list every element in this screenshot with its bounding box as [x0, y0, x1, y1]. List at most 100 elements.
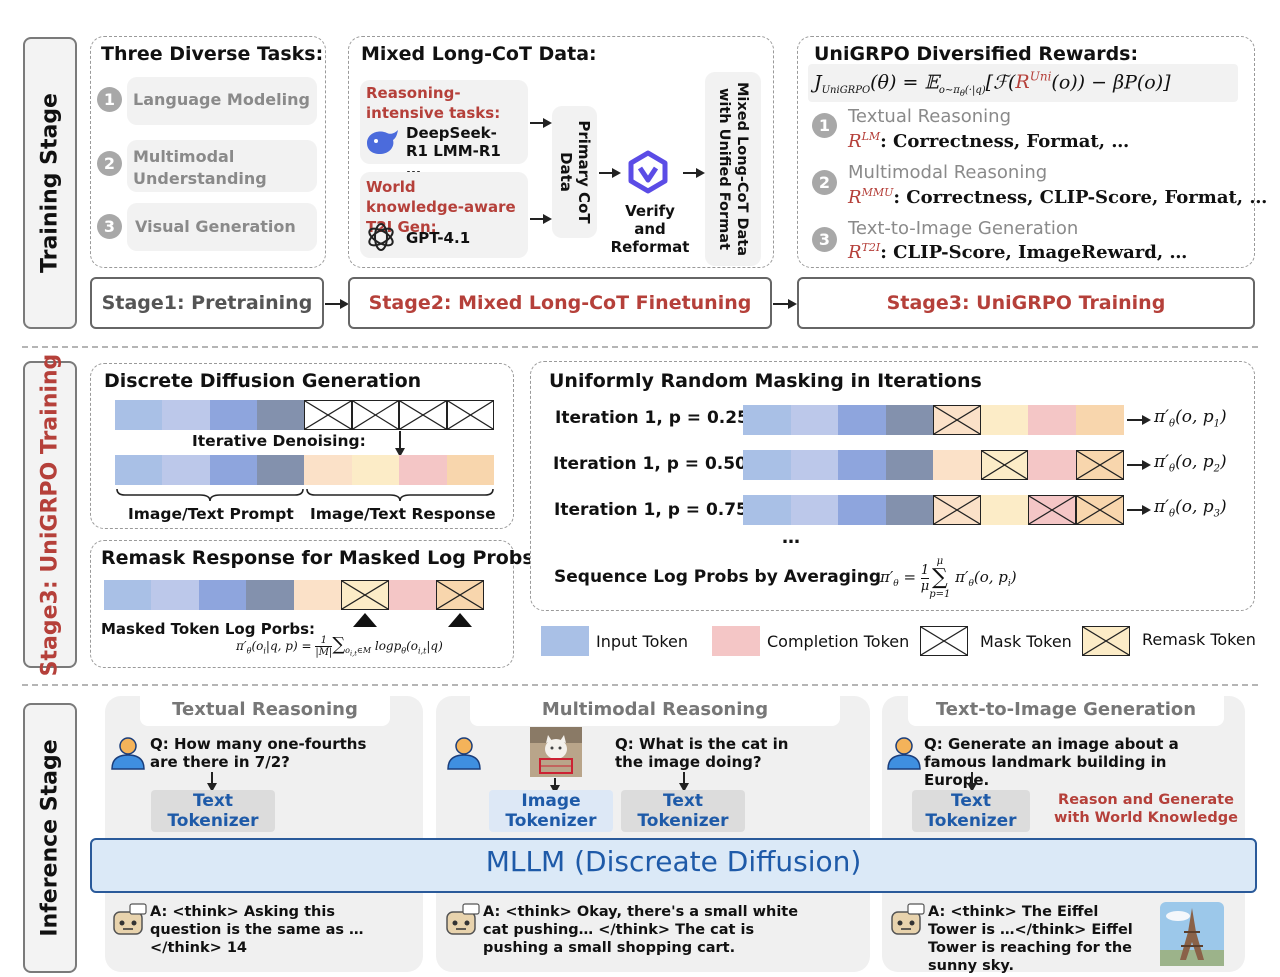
- remask-pointer-1: [353, 613, 377, 627]
- deepseek-whale-icon: [367, 130, 398, 154]
- completion-token: [304, 455, 352, 485]
- legend-remask-label: Remask Token: [1142, 630, 1256, 649]
- prompt-label: Image/Text Prompt: [128, 505, 294, 523]
- input-token: [838, 450, 886, 480]
- image-arrow: [550, 778, 560, 794]
- arrow-verify-to-mixed: [683, 168, 705, 178]
- legend-mask-swatch: [920, 626, 968, 656]
- iteration-label-3: Iteration 1, p = 0.75: [554, 500, 748, 520]
- completion-token: [1028, 450, 1076, 480]
- reward-sym-2: R: [848, 187, 862, 208]
- mask-token: [352, 400, 399, 430]
- verify-logo-icon: [628, 150, 668, 194]
- t2i-question-arrow: [967, 772, 977, 792]
- completion-token: [389, 580, 436, 610]
- cat-shopping-cart-image: [530, 727, 582, 777]
- input-token: [791, 405, 838, 435]
- verify-reformat-text: Verify and Reformat: [610, 202, 690, 256]
- iteration-arrow-3: [1127, 505, 1151, 515]
- gpt-logo-icon: [368, 223, 394, 251]
- masked-logprob-label: Masked Token Log Porbs:: [101, 620, 316, 638]
- completion-token: [294, 580, 341, 610]
- remask-row: [104, 580, 484, 610]
- task-pill-2: [127, 140, 317, 192]
- response-brace: [306, 488, 494, 502]
- multimodal-title: Multimodal Reasoning: [470, 696, 840, 726]
- input-token: [246, 580, 294, 610]
- input-token: [791, 495, 838, 525]
- mllm-bar: [90, 838, 1257, 893]
- input-token: [886, 405, 933, 435]
- diffusion-panel: [90, 363, 514, 529]
- task-label-2: Multimodal Understanding: [133, 147, 267, 188]
- task-label-1: Language Modeling: [133, 90, 310, 109]
- task-number-2: 2: [97, 151, 122, 176]
- input-token: [886, 495, 933, 525]
- image-tokenizer: Image Tokenizer: [489, 790, 613, 832]
- input-token: [199, 580, 246, 610]
- iteration-row-1: [743, 405, 1124, 435]
- t2i-question: Q: Generate an image about a famous land…: [924, 735, 1179, 789]
- prompt-brace: [116, 488, 304, 502]
- completion-token: [447, 455, 494, 485]
- input-token: [886, 450, 933, 480]
- stage2-box: Stage2: Mixed Long-CoT Finetuning: [348, 277, 772, 329]
- task-pill-1: [127, 77, 317, 125]
- reward-name-3: Text-to-Image Generation: [848, 218, 1079, 239]
- reward-formula-3: RT2I: CLIP-Score, ImageReward, …: [848, 241, 1187, 263]
- mask-token: [304, 400, 352, 430]
- iteration-row-2: [743, 450, 1124, 480]
- iteration-output-2: π′θ(o, p2): [1154, 452, 1227, 475]
- reward-sup-1: LM: [861, 130, 881, 143]
- rewards-title: UniGRPO Diversified Rewards:: [814, 43, 1139, 65]
- remask-token: [1028, 495, 1076, 525]
- input-token: [210, 455, 257, 485]
- completion-token: [1076, 405, 1124, 435]
- stage3-detail-text: Stage3: UniGRPO Training: [37, 353, 63, 676]
- completion-token: [399, 455, 447, 485]
- multimodal-question-arrow: [679, 772, 689, 792]
- arrow-primary-to-verify: [599, 168, 621, 178]
- legend-remask-swatch: [1082, 626, 1130, 656]
- robot-icon: [891, 903, 925, 935]
- diffusion-row-top: [115, 400, 494, 430]
- masking-panel: [530, 361, 1255, 611]
- completion-token: [1028, 405, 1076, 435]
- world-source-box: [360, 172, 528, 258]
- response-label: Image/Text Response: [310, 505, 496, 523]
- textual-question: Q: How many one-fourths are there in 7/2…: [150, 735, 367, 771]
- textual-panel: [105, 696, 423, 972]
- input-token: [151, 580, 199, 610]
- diffusion-title: Discrete Diffusion Generation: [104, 370, 422, 392]
- reward-sym-3: R: [848, 242, 862, 263]
- remask-token: [341, 580, 389, 610]
- legend-completion-label: Completion Token: [767, 632, 910, 651]
- separator-1: [22, 346, 1258, 348]
- eiffel-tower-image: [1160, 902, 1224, 966]
- arrow-world-to-primary: [530, 214, 552, 224]
- input-token: [162, 400, 210, 430]
- textual-title: Textual Reasoning: [140, 696, 390, 726]
- remask-formula: π′θ(oi|q, p) = 1|M|∑oi,t∈M logpθ(oi,t|q): [236, 634, 443, 658]
- mllm-label: MLLM (Discreate Diffusion): [485, 845, 862, 878]
- reward-sup-2: MMU: [861, 186, 894, 199]
- mixed-cot-box: [705, 72, 761, 266]
- t2i-text-tokenizer: Text Tokenizer: [912, 790, 1030, 832]
- multimodal-answer: A: <think> Okay, there's a small white c…: [483, 904, 799, 956]
- input-token: [743, 450, 791, 480]
- primary-cot-box: [552, 106, 597, 238]
- textual-text-tokenizer: Text Tokenizer: [151, 790, 275, 832]
- cot-title: Mixed Long-CoT Data:: [361, 43, 597, 65]
- completion-token: [981, 495, 1028, 525]
- task-label-3: Visual Generation: [135, 217, 296, 236]
- multimodal-panel: [436, 696, 870, 972]
- arrow-stage1-to-stage2: [325, 299, 349, 309]
- remask-token: [1076, 450, 1124, 480]
- reward-desc-1: : Correctness, Format, …: [880, 131, 1130, 152]
- input-token: [743, 495, 791, 525]
- iteration-label-2: Iteration 1, p = 0.50: [553, 454, 747, 474]
- t2i-title: Text-to-Image Generation: [908, 696, 1224, 726]
- gpt-model-name: GPT-4.1: [406, 229, 471, 247]
